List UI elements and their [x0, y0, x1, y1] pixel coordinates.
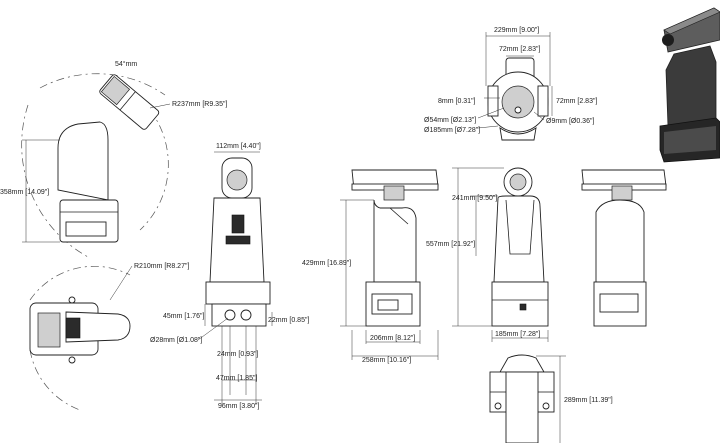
sweep-arc-right [139, 109, 169, 231]
label-r237: R237mm [R9.35"] [172, 101, 227, 108]
top-arc [29, 265, 131, 301]
top-arc-lower [29, 349, 81, 411]
sweep-arc [39, 73, 166, 96]
label-dia28: Ø28mm [Ø1.08"] [150, 337, 202, 344]
bottom-mount-view: 229mm [9.00"] 72mm [2.83"] 8mm [0.31"] 7… [424, 27, 597, 141]
front-view-main: 241mm [9.50"] 557mm [21.92"] 185mm [7.28… [426, 167, 549, 342]
sweep-arc-lower [21, 104, 91, 259]
label-358: 358mm [14.09"] [0, 189, 49, 196]
label-24: 24mm [0.93"] [217, 351, 258, 358]
label-185: 185mm [7.28"] [495, 331, 540, 338]
label-241: 241mm [9.50"] [452, 195, 497, 202]
label-dia9: Ø9mm [Ø0.36"] [546, 118, 594, 125]
label-112: 112mm [4.40"] [216, 143, 261, 150]
product-render [659, 7, 720, 163]
front-view-base: 112mm [4.40"] 45mm [1.76"] 22mm [0.85"] … [150, 143, 309, 410]
label-54: 54°mm [115, 60, 137, 68]
label-258: 258mm [10.16"] [362, 357, 411, 364]
label-429: 429mm [16.89"] [302, 260, 351, 267]
label-289: 289mm [11.39"] [564, 397, 613, 404]
label-96: 96mm [3.80"] [218, 403, 259, 410]
label-72a: 72mm [2.83"] [499, 46, 540, 53]
label-r210: R210mm [R8.27"] [134, 263, 189, 270]
lower-side-view: 289mm [11.39"] [489, 354, 613, 443]
label-22: 22mm [0.85"] [268, 317, 309, 324]
label-229: 229mm [9.00"] [494, 27, 539, 34]
top-view: R210mm [R8.27"] [29, 263, 189, 411]
rear-view [581, 169, 667, 327]
label-dia185: Ø185mm [Ø7.28"] [424, 127, 480, 134]
label-8: 8mm [0.31"] [438, 98, 476, 105]
tilted-side-view: 358mm [14.09"] 54°mm R237mm [R9.35"] [0, 60, 227, 259]
label-557: 557mm [21.92"] [426, 241, 475, 248]
label-72b: 72mm [2.83"] [556, 98, 597, 105]
side-view-main: 429mm [16.89"] 206mm [8.12"] 258mm [10.1… [302, 169, 439, 364]
label-45: 45mm [1.76"] [163, 313, 204, 320]
label-dia54: Ø54mm [Ø2.13"] [424, 117, 476, 124]
label-206: 206mm [8.12"] [370, 335, 415, 342]
label-47: 47mm [1.85"] [216, 375, 257, 382]
